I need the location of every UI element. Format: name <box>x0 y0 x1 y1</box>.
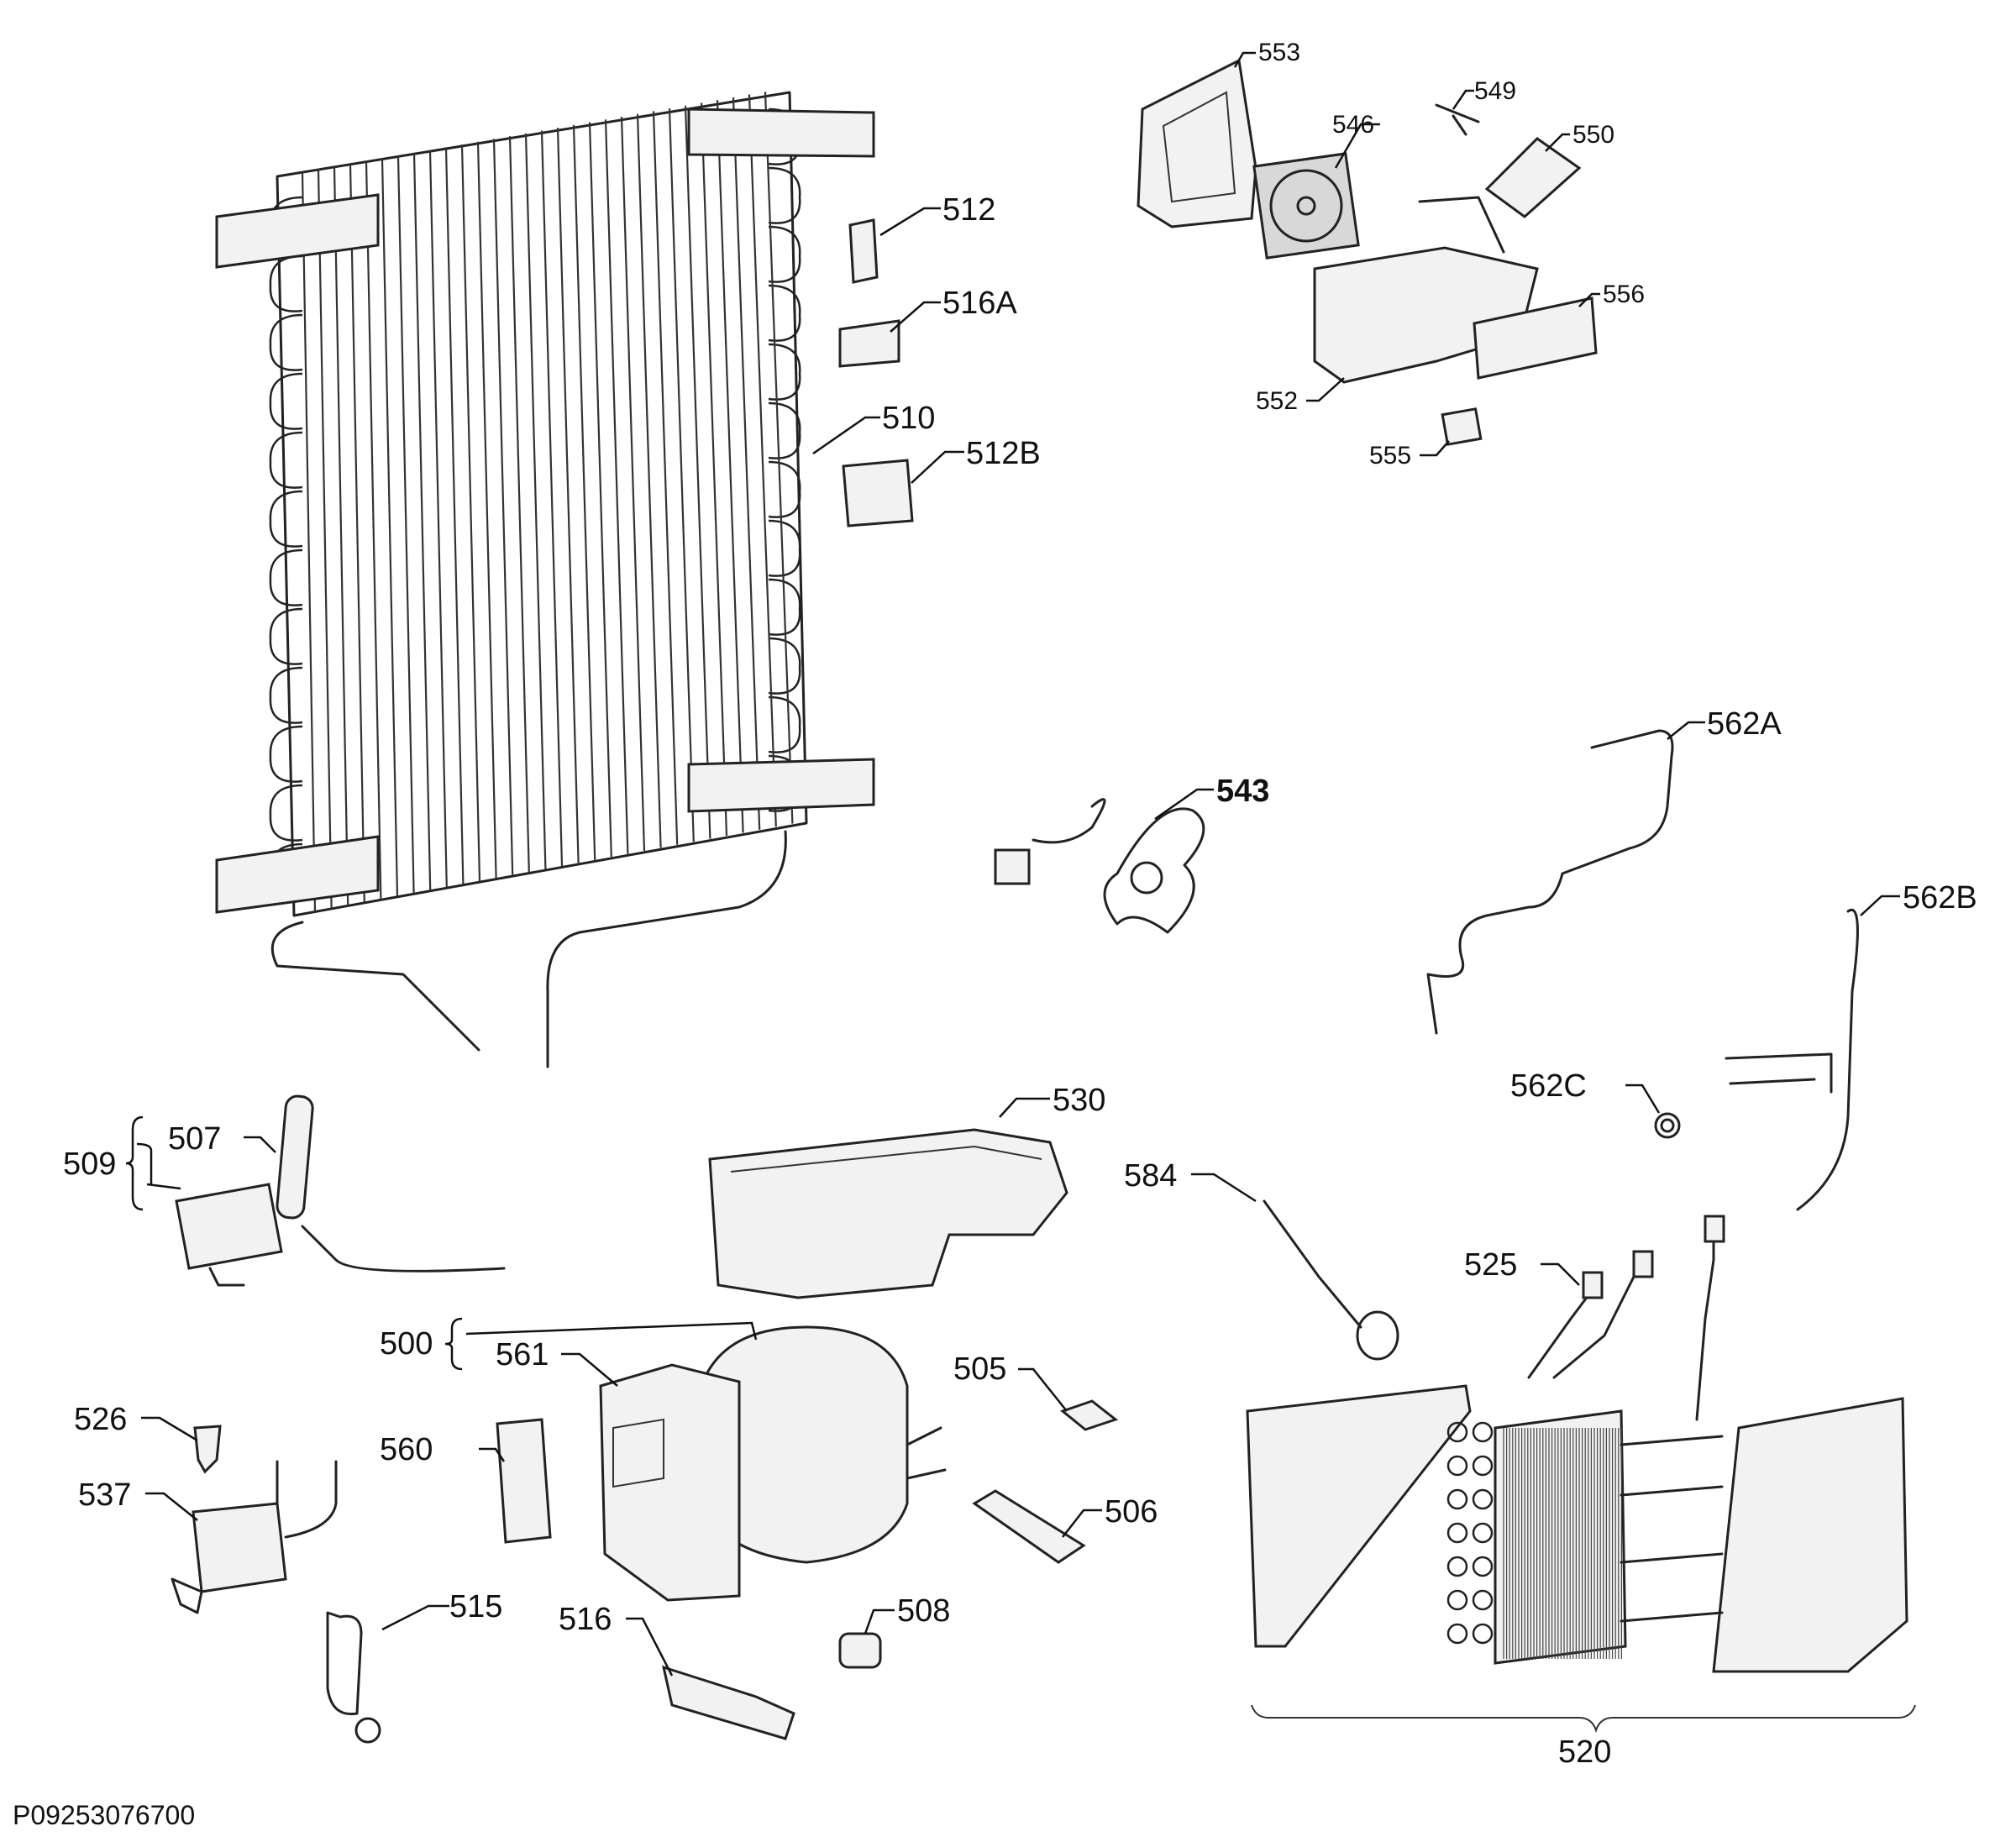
label-546: 546 <box>1332 111 1374 139</box>
label-549: 549 <box>1474 77 1516 105</box>
label-500: 500 <box>380 1326 433 1362</box>
label-553: 553 <box>1258 39 1300 66</box>
document-code: P09253076700 <box>13 1800 195 1830</box>
heater-515[interactable] <box>326 1611 381 1744</box>
label-516: 516 <box>559 1602 612 1637</box>
label-562A: 562A <box>1707 706 1782 742</box>
label-526: 526 <box>74 1402 127 1437</box>
holder-512B[interactable] <box>842 459 914 527</box>
label-508: 508 <box>897 1593 950 1629</box>
label-561: 561 <box>496 1337 549 1372</box>
label-537: 537 <box>78 1477 131 1513</box>
relay-box-561[interactable] <box>599 1363 741 1602</box>
label-556: 556 <box>1603 281 1645 308</box>
grommet-508[interactable] <box>838 1632 882 1669</box>
label-562B: 562B <box>1903 880 1977 916</box>
label-512: 512 <box>942 192 995 228</box>
label-507: 507 <box>168 1121 221 1157</box>
condenser-unit-520[interactable] <box>1246 1384 1908 1673</box>
label-552: 552 <box>1256 387 1298 415</box>
sensor-549[interactable] <box>1435 103 1480 136</box>
label-512B: 512B <box>966 436 1041 471</box>
plate-505[interactable] <box>1059 1399 1119 1431</box>
wire-harness-525[interactable] <box>1527 1215 1725 1421</box>
clip-516[interactable] <box>661 1665 795 1740</box>
label-562C: 562C <box>1510 1068 1587 1104</box>
condenser-fan-543[interactable] <box>994 798 1205 934</box>
label-525: 525 <box>1464 1247 1517 1283</box>
label-530: 530 <box>1053 1083 1105 1118</box>
clip-516A[interactable] <box>838 319 900 368</box>
clip-526[interactable] <box>193 1425 222 1474</box>
label-515: 515 <box>449 1589 502 1624</box>
pad-555[interactable] <box>1441 407 1483 446</box>
drier-507[interactable] <box>276 1094 314 1220</box>
part-labels: 553 549 546 550 556 552 555 512 516A 510… <box>13 39 1977 1830</box>
compressor-500[interactable] <box>700 1325 947 1564</box>
label-560: 560 <box>380 1432 433 1467</box>
label-550: 550 <box>1572 121 1614 149</box>
holder-560[interactable] <box>496 1418 552 1544</box>
holder-512[interactable] <box>848 218 879 284</box>
label-516A: 516A <box>942 286 1017 321</box>
label-510: 510 <box>882 401 935 436</box>
tube-562B[interactable] <box>1725 908 1859 1211</box>
label-555: 555 <box>1369 442 1411 470</box>
fan-cover-553[interactable] <box>1137 58 1257 228</box>
grille-556[interactable] <box>1473 297 1598 380</box>
damper-550[interactable] <box>1484 137 1582 218</box>
spring-562C[interactable] <box>1654 1112 1681 1139</box>
label-584: 584 <box>1124 1158 1177 1194</box>
label-505: 505 <box>953 1351 1006 1387</box>
solenoid-valve-509[interactable] <box>175 1183 506 1287</box>
sensor-584[interactable] <box>1263 1199 1399 1361</box>
label-509: 509 <box>63 1147 116 1182</box>
condenser-coil-510[interactable] <box>215 91 875 1068</box>
fan-motor-546[interactable] <box>1252 152 1360 260</box>
leader-lines <box>125 51 1900 1677</box>
label-520: 520 <box>1558 1734 1611 1770</box>
drain-pan-530[interactable] <box>708 1128 1068 1299</box>
tube-562A[interactable] <box>1426 729 1674 1035</box>
label-543: 543 <box>1216 774 1269 809</box>
label-506: 506 <box>1105 1494 1158 1530</box>
bracket-520 <box>1251 1704 1916 1734</box>
valve-537[interactable] <box>171 1460 338 1614</box>
plate-506[interactable] <box>972 1489 1086 1564</box>
